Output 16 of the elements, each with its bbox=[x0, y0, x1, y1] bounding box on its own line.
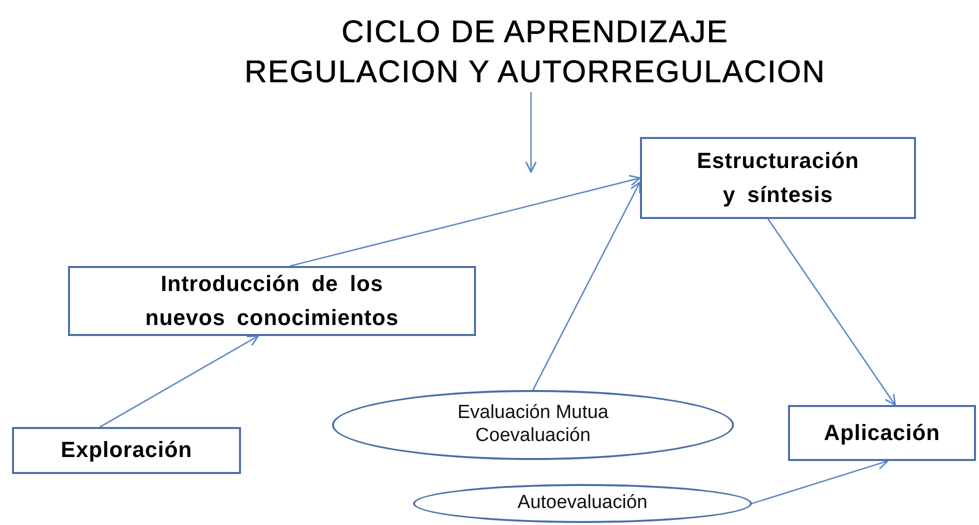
process-box bbox=[788, 405, 976, 461]
node-text: Autoevaluación bbox=[518, 492, 648, 515]
arrow bbox=[100, 335, 259, 428]
arrow bbox=[532, 181, 641, 390]
process-box bbox=[640, 137, 916, 219]
diagram-title: CICLO DE APRENDIZAJE REGULACION Y AUTORREGULACION bbox=[175, 12, 895, 92]
node-text: Estructuración y síntesis bbox=[696, 146, 860, 209]
node-text: Introducción de los nuevos conocimientos bbox=[144, 270, 400, 332]
node-text: Exploración bbox=[60, 436, 192, 464]
process-box bbox=[68, 266, 476, 336]
node-text: Aplicación bbox=[824, 418, 940, 447]
node-text: Evaluación Mutua Coevaluación bbox=[456, 402, 610, 448]
process-box bbox=[12, 427, 241, 474]
arrow bbox=[290, 174, 641, 267]
arrow bbox=[767, 218, 896, 406]
arrow bbox=[525, 92, 537, 173]
